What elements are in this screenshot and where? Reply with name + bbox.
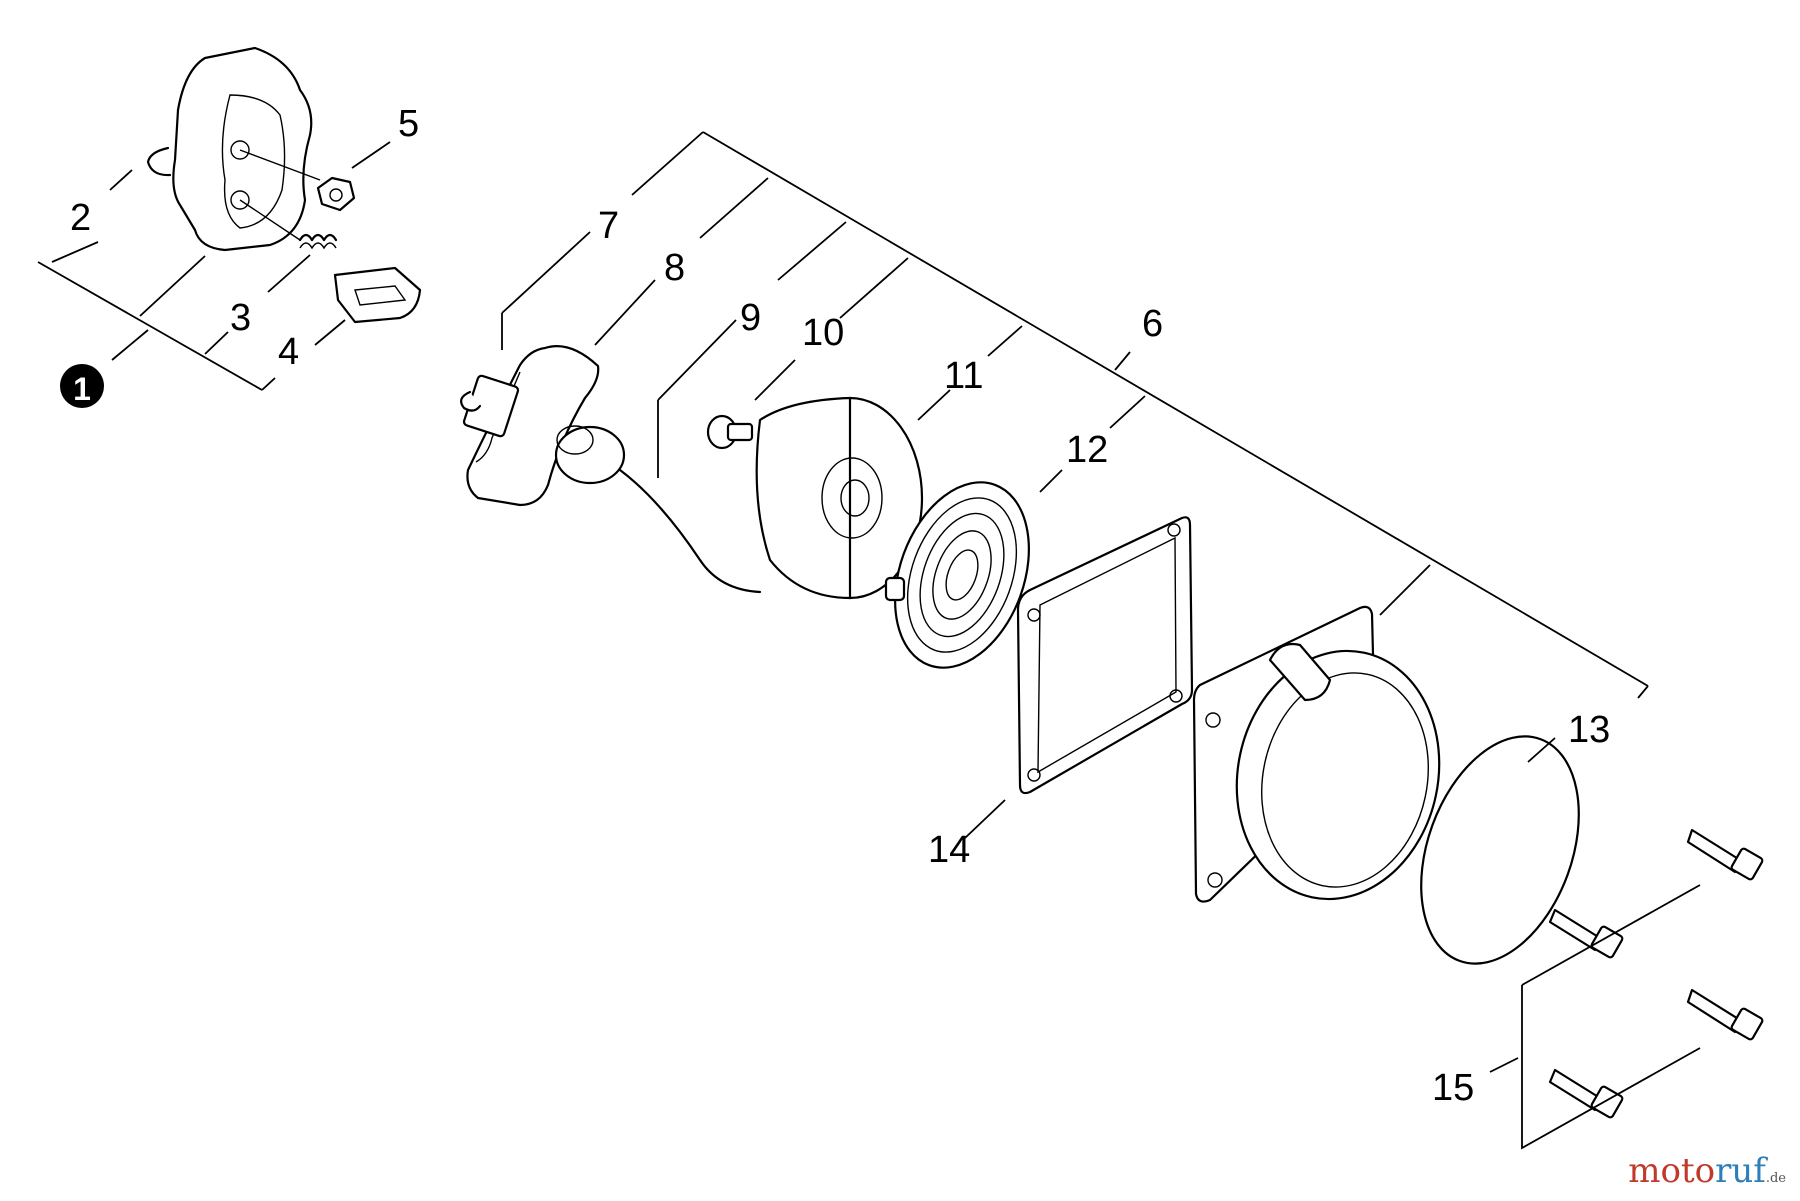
- o-ring-part: [1420, 735, 1580, 965]
- leader-3b: [267, 254, 311, 293]
- leader-9: [777, 221, 847, 281]
- leader-housing: [1379, 564, 1431, 616]
- group-6-end: [1637, 685, 1649, 699]
- callout-6: 6: [1142, 303, 1163, 345]
- callout-14: 14: [928, 829, 970, 871]
- callout-5: 5: [398, 103, 419, 145]
- bolt-part-4: [1548, 1068, 1624, 1119]
- bolt-part-1: [1686, 828, 1764, 881]
- leader-9b: [657, 319, 737, 401]
- leader-6: [1114, 351, 1131, 371]
- leader-12: [1109, 395, 1146, 429]
- bolt-part-2: [1548, 908, 1624, 959]
- spring-part: [298, 233, 338, 250]
- rope-part: [554, 425, 762, 594]
- motoruf-watermark: motoruf.de: [1628, 1151, 1786, 1191]
- callout-1: 1: [73, 371, 91, 407]
- leader-15: [1489, 1057, 1519, 1073]
- pawl-cover-part: [172, 46, 321, 252]
- leader-11b: [917, 389, 951, 421]
- leader-14: [964, 799, 1006, 839]
- callout-1-badge: [60, 364, 104, 408]
- gasket-part: [1016, 516, 1194, 795]
- callout-11: 11: [944, 355, 983, 397]
- callout-3: 3: [230, 297, 251, 339]
- watermark-moto: moto: [1628, 1151, 1716, 1191]
- leader-2b: [109, 169, 133, 191]
- leader-2: [51, 241, 99, 263]
- bolt-part-3: [1686, 988, 1764, 1041]
- watermark-de: .de: [1765, 1171, 1786, 1186]
- leader-8: [699, 177, 769, 239]
- leader-10b: [754, 359, 796, 401]
- group-15-bracket: [1521, 985, 1701, 1150]
- callout-4: 4: [278, 331, 299, 373]
- bracket-15-top: [1521, 884, 1701, 986]
- watermark-ruf: ruf: [1715, 1151, 1766, 1191]
- callout-15: 15: [1432, 1067, 1474, 1109]
- leader-5: [351, 141, 391, 169]
- callout-2: 2: [70, 197, 91, 239]
- callout-13: 13: [1568, 709, 1610, 751]
- recoil-spring-part: [884, 481, 1030, 669]
- leader-3: [204, 331, 229, 355]
- rope-reel-part: [755, 396, 924, 600]
- leader-7: [631, 131, 704, 196]
- callout-10: 10: [802, 312, 844, 354]
- pawl-part: [333, 266, 422, 324]
- center-screw-part: [706, 414, 754, 450]
- circlip-part: [146, 146, 172, 177]
- leader-11: [987, 325, 1023, 357]
- leader-8b: [594, 279, 656, 346]
- callout-8: 8: [664, 247, 685, 289]
- starter-housing-part: [1192, 605, 1441, 903]
- leader-13: [1527, 737, 1556, 763]
- group-6-bracket: [702, 131, 1649, 687]
- callout-12: 12: [1066, 429, 1108, 471]
- leader-12b: [1039, 469, 1063, 493]
- group-1-bracket: [37, 261, 263, 391]
- leader-10: [839, 257, 909, 319]
- callout-7: 7: [598, 205, 619, 247]
- callout-9: 9: [740, 297, 761, 339]
- leader-7b: [501, 231, 591, 314]
- starter-handle-part: [460, 345, 600, 507]
- leader-4b: [314, 319, 346, 346]
- leader-1a: [139, 255, 206, 317]
- leader-4: [261, 377, 276, 391]
- leader-1: [111, 329, 149, 361]
- nut-part: [316, 176, 356, 212]
